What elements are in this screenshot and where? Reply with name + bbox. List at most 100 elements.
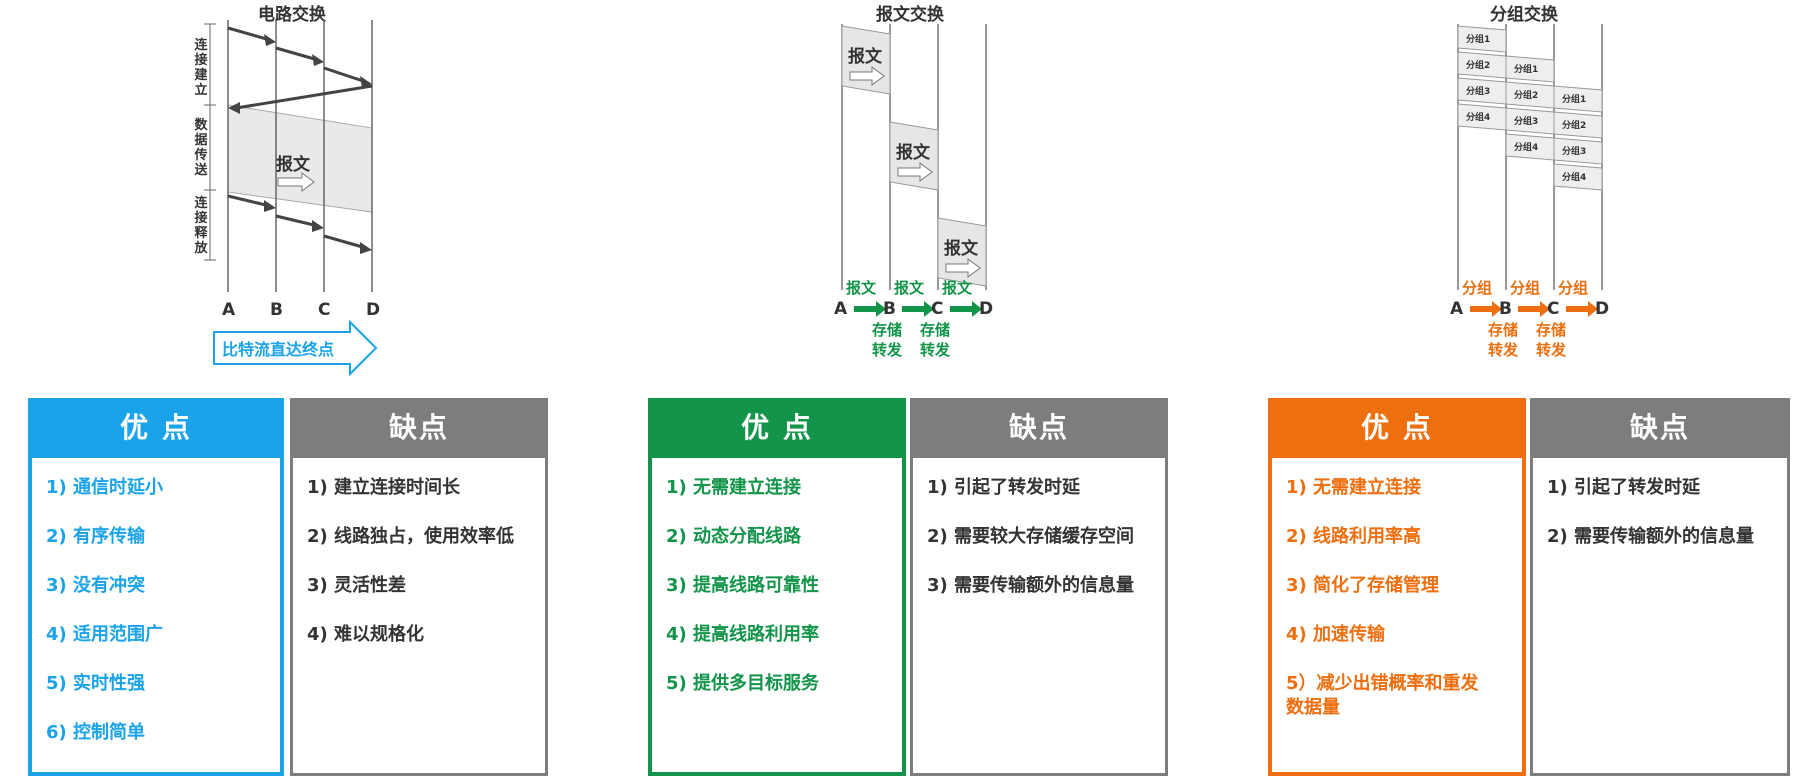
- packet-switching-diagram: 分组交换 分组1 分组2 分组3 分组4 分组1 分组2 分组3: [1440, 0, 1640, 380]
- list-item: 1) 通信时延小: [46, 477, 164, 498]
- list-item: 5) 实时性强: [46, 673, 146, 694]
- banner-label: 比特流直达终点: [222, 340, 335, 359]
- list-item: 4) 适用范围广: [46, 624, 164, 645]
- circuit-title: 电路交换: [258, 5, 326, 25]
- node-b: B: [1499, 299, 1512, 319]
- list-item: 1) 引起了转发时延: [927, 477, 1081, 498]
- list-item: 2) 动态分配线路: [666, 526, 802, 547]
- pros-header: 优 点: [28, 398, 284, 458]
- cons-list: 1) 引起了转发时延 2) 需要较大存储缓存空间 3) 需要传输额外的信息量: [913, 458, 1165, 598]
- list-item: 4) 加速传输: [1286, 624, 1386, 645]
- cons-list: 1) 引起了转发时延 2) 需要传输额外的信息量: [1533, 458, 1787, 549]
- pros-list: 1) 无需建立连接 2) 线路利用率高 3) 简化了存储管理 4) 加速传输 5…: [1272, 458, 1522, 720]
- node-c: C: [931, 299, 944, 319]
- list-item: 2) 需要较大存储缓存空间: [927, 526, 1135, 547]
- pros-body: 1) 通信时延小 2) 有序传输 3) 没有冲突 4) 适用范围广 5) 实时性…: [28, 458, 284, 776]
- node-a: A: [222, 300, 236, 320]
- packet-pros-column: 优 点 1) 无需建立连接 2) 线路利用率高 3) 简化了存储管理 4) 加速…: [1268, 398, 1526, 776]
- list-item: 5) 提供多目标服务: [666, 673, 820, 694]
- hop-label-1: 报文: [846, 279, 877, 297]
- packet-4-b: 分组4: [1514, 143, 1539, 153]
- node-d: D: [366, 300, 381, 320]
- message-cons-column: 缺点 1) 引起了转发时延 2) 需要较大存储缓存空间 3) 需要传输额外的信息…: [910, 398, 1168, 776]
- pros-list: 1) 通信时延小 2) 有序传输 3) 没有冲突 4) 适用范围广 5) 实时性…: [32, 458, 280, 745]
- store-forward-c: 存储 转发: [920, 321, 951, 359]
- node-b: B: [883, 299, 896, 319]
- node-c: C: [1547, 299, 1560, 319]
- store-forward-c: 存储 转发: [1536, 321, 1567, 359]
- packet-1-b: 分组1: [1514, 65, 1539, 75]
- packet-title: 分组交换: [1490, 5, 1558, 25]
- packet-3-c: 分组3: [1562, 147, 1587, 157]
- list-item: 1) 建立连接时间长: [307, 477, 461, 498]
- pros-header: 优 点: [648, 398, 906, 458]
- hop-label-3: 报文: [942, 279, 973, 297]
- list-item: 2) 线路独占，使用效率低: [307, 526, 515, 547]
- packet-comparison-table: 优 点 1) 无需建立连接 2) 线路利用率高 3) 简化了存储管理 4) 加速…: [1268, 398, 1790, 776]
- list-item: 4) 提高线路利用率: [666, 624, 820, 645]
- message-block-1: 报文: [848, 47, 882, 67]
- hop-label-3: 分组: [1558, 279, 1589, 297]
- circuit-switching-diagram: 电路交换: [0, 0, 420, 380]
- cons-header: 缺点: [1530, 398, 1790, 458]
- message-pros-column: 优 点 1) 无需建立连接 2) 动态分配线路 3) 提高线路可靠性 4) 提高…: [648, 398, 906, 776]
- node-d: D: [979, 299, 994, 319]
- circuit-message-label: 报文: [276, 155, 310, 175]
- node-b: B: [270, 300, 283, 320]
- circuit-comparison-table: 优 点 1) 通信时延小 2) 有序传输 3) 没有冲突 4) 适用范围广 5)…: [28, 398, 548, 776]
- packet-cons-column: 缺点 1) 引起了转发时延 2) 需要传输额外的信息量: [1530, 398, 1790, 776]
- circuit-pros-column: 优 点 1) 通信时延小 2) 有序传输 3) 没有冲突 4) 适用范围广 5)…: [28, 398, 284, 776]
- packet-1-c: 分组1: [1562, 95, 1587, 105]
- message-timeline: [841, 24, 987, 317]
- phase-release-label: 连 接 释 放: [194, 196, 208, 256]
- cons-body: 1) 引起了转发时延 2) 需要较大存储缓存空间 3) 需要传输额外的信息量: [910, 458, 1168, 776]
- list-item: 3) 简化了存储管理: [1286, 575, 1440, 596]
- list-item: 1) 无需建立连接: [666, 477, 802, 498]
- node-d: D: [1595, 299, 1610, 319]
- list-item: 2) 线路利用率高: [1286, 526, 1422, 547]
- packet-4-c: 分组4: [1562, 173, 1587, 183]
- list-item: 1) 引起了转发时延: [1547, 477, 1701, 498]
- list-item: 3) 灵活性差: [307, 575, 407, 596]
- list-item: 4) 难以规格化: [307, 624, 425, 645]
- node-a: A: [1450, 299, 1464, 319]
- packet-2-a: 分组2: [1466, 61, 1491, 71]
- packet-2-b: 分组2: [1514, 91, 1539, 101]
- list-item: 3) 提高线路可靠性: [666, 575, 820, 596]
- list-item: 6) 控制简单: [46, 722, 146, 743]
- pros-header: 优 点: [1268, 398, 1526, 458]
- message-comparison-table: 优 点 1) 无需建立连接 2) 动态分配线路 3) 提高线路可靠性 4) 提高…: [648, 398, 1168, 776]
- message-block-3: 报文: [944, 239, 978, 259]
- hop-label-1: 分组: [1462, 279, 1493, 297]
- packet-3-a: 分组3: [1466, 87, 1491, 97]
- node-a: A: [834, 299, 848, 319]
- message-switching-diagram: 报文交换 报文 报文 报文 A B C D 报文 报文 报文 存储 转发 存储 …: [820, 0, 1020, 380]
- cons-header: 缺点: [910, 398, 1168, 458]
- phase-transfer-label: 数 据 传 送: [194, 118, 208, 178]
- list-item: 2) 有序传输: [46, 526, 146, 547]
- store-forward-b: 存储 转发: [872, 321, 903, 359]
- packet-4-a: 分组4: [1466, 113, 1491, 123]
- list-item: 3) 需要传输额外的信息量: [927, 575, 1135, 596]
- node-c: C: [318, 300, 331, 320]
- cons-body: 1) 引起了转发时延 2) 需要传输额外的信息量: [1530, 458, 1790, 776]
- cons-body: 1) 建立连接时间长 2) 线路独占，使用效率低 3) 灵活性差 4) 难以规格…: [290, 458, 548, 776]
- hop-label-2: 报文: [894, 279, 925, 297]
- cons-header: 缺点: [290, 398, 548, 458]
- packet-2-c: 分组2: [1562, 121, 1587, 131]
- list-item: 5）减少出错概率和重发数据量: [1286, 673, 1479, 718]
- pros-body: 1) 无需建立连接 2) 线路利用率高 3) 简化了存储管理 4) 加速传输 5…: [1268, 458, 1526, 776]
- circuit-cons-column: 缺点 1) 建立连接时间长 2) 线路独占，使用效率低 3) 灵活性差 4) 难…: [290, 398, 548, 776]
- list-item: 3) 没有冲突: [46, 575, 146, 596]
- list-item: 1) 无需建立连接: [1286, 477, 1422, 498]
- packet-1-a: 分组1: [1466, 35, 1491, 45]
- circuit-timeline: [204, 20, 378, 377]
- hop-label-2: 分组: [1510, 279, 1541, 297]
- packet-3-b: 分组3: [1514, 117, 1539, 127]
- message-title: 报文交换: [876, 5, 944, 25]
- pros-list: 1) 无需建立连接 2) 动态分配线路 3) 提高线路可靠性 4) 提高线路利用…: [652, 458, 902, 696]
- pros-body: 1) 无需建立连接 2) 动态分配线路 3) 提高线路可靠性 4) 提高线路利用…: [648, 458, 906, 776]
- phase-setup-label: 连 接 建 立: [194, 38, 208, 98]
- list-item: 2) 需要传输额外的信息量: [1547, 526, 1755, 547]
- store-forward-b: 存储 转发: [1488, 321, 1519, 359]
